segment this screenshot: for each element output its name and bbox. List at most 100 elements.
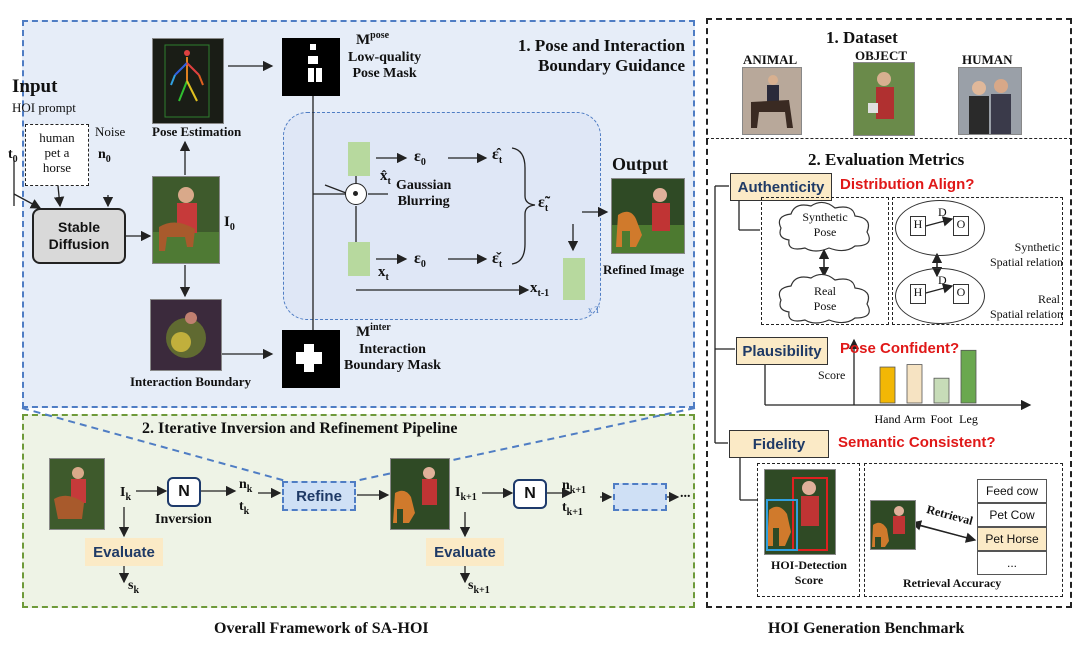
inversion-box-1: N <box>167 477 201 507</box>
hoi-prompt-box: human pet a horse <box>25 124 89 186</box>
synthetic-spatial-line: Synthetic <box>1014 240 1060 254</box>
real-pose-line: Pose <box>813 299 837 313</box>
xt1-label: xt-1 <box>530 280 550 299</box>
object-image <box>853 62 915 136</box>
ik-label: Ik <box>120 485 132 503</box>
stage1-title-line: Boundary Guidance <box>538 56 685 75</box>
detection-image <box>764 469 836 555</box>
plausibility-box: Plausibility <box>736 337 828 365</box>
real-spatial-line: Real <box>1038 292 1060 306</box>
bar-label-arm: Arm <box>904 412 927 426</box>
interaction-boundary-image <box>150 299 222 371</box>
blur-operator <box>345 183 367 205</box>
stage2-title: 2. Iterative Inversion and Refinement Pi… <box>142 420 458 437</box>
real-spatial-label: Real Spatial relation <box>990 292 1063 322</box>
refined-image-label: Refined Image <box>603 262 685 277</box>
eps-tilde: ε̃t <box>538 194 549 215</box>
xt-label: xt <box>378 264 389 283</box>
retrieval-option-pet-horse: Pet Horse <box>977 527 1047 551</box>
refinement-pipeline-panel <box>22 414 695 608</box>
interaction-mask <box>282 330 340 388</box>
d-label-1: D <box>938 205 947 219</box>
animal-image <box>742 67 802 135</box>
pose-estimation-image <box>152 38 224 124</box>
right-caption: HOI Generation Benchmark <box>768 620 965 637</box>
inter-mask-caption-line: Boundary Mask <box>344 358 441 373</box>
retrieval-option-more: ... <box>977 551 1047 575</box>
o-box-2: O <box>953 284 969 304</box>
human-image <box>958 67 1022 135</box>
xT-label: x T <box>588 305 601 315</box>
nk1-label: nk+1 <box>562 478 587 496</box>
ik1-image <box>390 458 450 530</box>
benchmark-panel <box>706 18 1072 608</box>
prompt-line: horse <box>42 160 72 175</box>
stage1-title: 1. Pose and Interaction Boundary Guidanc… <box>480 36 685 76</box>
dataset-object-label: OBJECT <box>855 48 908 63</box>
refine-button: Refine <box>282 481 356 511</box>
n0-label: n0 <box>98 147 111 165</box>
synthetic-pose-line: Synthetic <box>802 210 848 224</box>
retrieval-accuracy-label: Retrieval Accuracy <box>903 576 1002 590</box>
real-pose-line: Real <box>814 284 836 298</box>
dataset-animal-label: ANIMAL <box>743 52 798 67</box>
ik-image <box>49 458 105 530</box>
semantic-consistent-question: Semantic Consistent? <box>838 434 996 451</box>
nk-label: nk <box>239 477 253 495</box>
next-refine-box <box>613 483 667 511</box>
interaction-boundary-label: Interaction Boundary <box>130 374 251 389</box>
sk1-label: sk+1 <box>468 578 490 596</box>
hoi-detection-line: HOI-Detection <box>771 558 847 572</box>
m-inter-label: Minter <box>356 322 391 340</box>
hoi-prompt-label: HOI prompt <box>12 100 76 115</box>
pose-estimation-label: Pose Estimation <box>152 124 242 139</box>
synthetic-spatial-line: Spatial relation <box>990 255 1063 269</box>
dataset-title: 1. Dataset <box>826 28 898 47</box>
inversion-label: Inversion <box>155 512 212 527</box>
synthetic-spatial-ellipse <box>895 200 985 256</box>
spatial-compare-box <box>892 197 1063 325</box>
eps-hat: ε̂t <box>492 146 503 167</box>
prompt-line: pet a <box>44 145 70 160</box>
latent-bottom <box>348 242 370 276</box>
eps0-bottom: ε0 <box>414 250 426 271</box>
prompt-line: human <box>39 130 75 145</box>
pose-mask-caption: Low-quality Pose Mask <box>348 50 421 82</box>
bar-foot <box>933 377 950 404</box>
gaussian-line: Blurring <box>397 194 450 209</box>
synthetic-pose-label: Synthetic Pose <box>795 210 855 240</box>
bar-label-hand: Hand <box>875 412 901 426</box>
retrieval-option-feed-cow: Feed cow <box>977 479 1047 503</box>
dataset-human-label: HUMAN <box>962 52 1013 67</box>
tk1-label: tk+1 <box>562 500 583 518</box>
fidelity-box: Fidelity <box>729 430 829 458</box>
gaussian-line: Gaussian <box>396 178 452 193</box>
ik1-label: Ik+1 <box>455 485 477 503</box>
bar-hand <box>879 366 896 404</box>
hoi-detection-box <box>757 463 860 597</box>
bar-arm <box>906 364 923 404</box>
dataset-divider <box>706 138 1072 139</box>
inter-mask-caption-line: Interaction <box>358 342 426 357</box>
authenticity-box: Authenticity <box>730 173 832 201</box>
evaluate-box-2: Evaluate <box>426 538 504 566</box>
score-axis-label: Score <box>818 368 846 382</box>
d-label-2: D <box>938 273 947 287</box>
sk-label: sk <box>128 578 140 596</box>
pose-mask-caption-line: Low-quality <box>348 50 422 65</box>
eps-check: ε̌t <box>492 250 503 271</box>
synthetic-spatial-label: Synthetic Spatial relation <box>990 240 1063 270</box>
latent-top <box>348 142 370 176</box>
sd-line: Stable <box>57 219 100 235</box>
input-title: Input <box>12 76 58 97</box>
real-pose-cloud <box>778 273 870 324</box>
retrieval-box <box>864 463 1063 597</box>
sd-line: Diffusion <box>48 236 110 252</box>
eps0-top: ε0 <box>414 148 426 169</box>
ellipsis: ... <box>680 486 691 501</box>
pose-mask <box>282 38 340 96</box>
left-caption: Overall Framework of SA-HOI <box>214 620 429 637</box>
pose-compare-box <box>761 197 889 325</box>
